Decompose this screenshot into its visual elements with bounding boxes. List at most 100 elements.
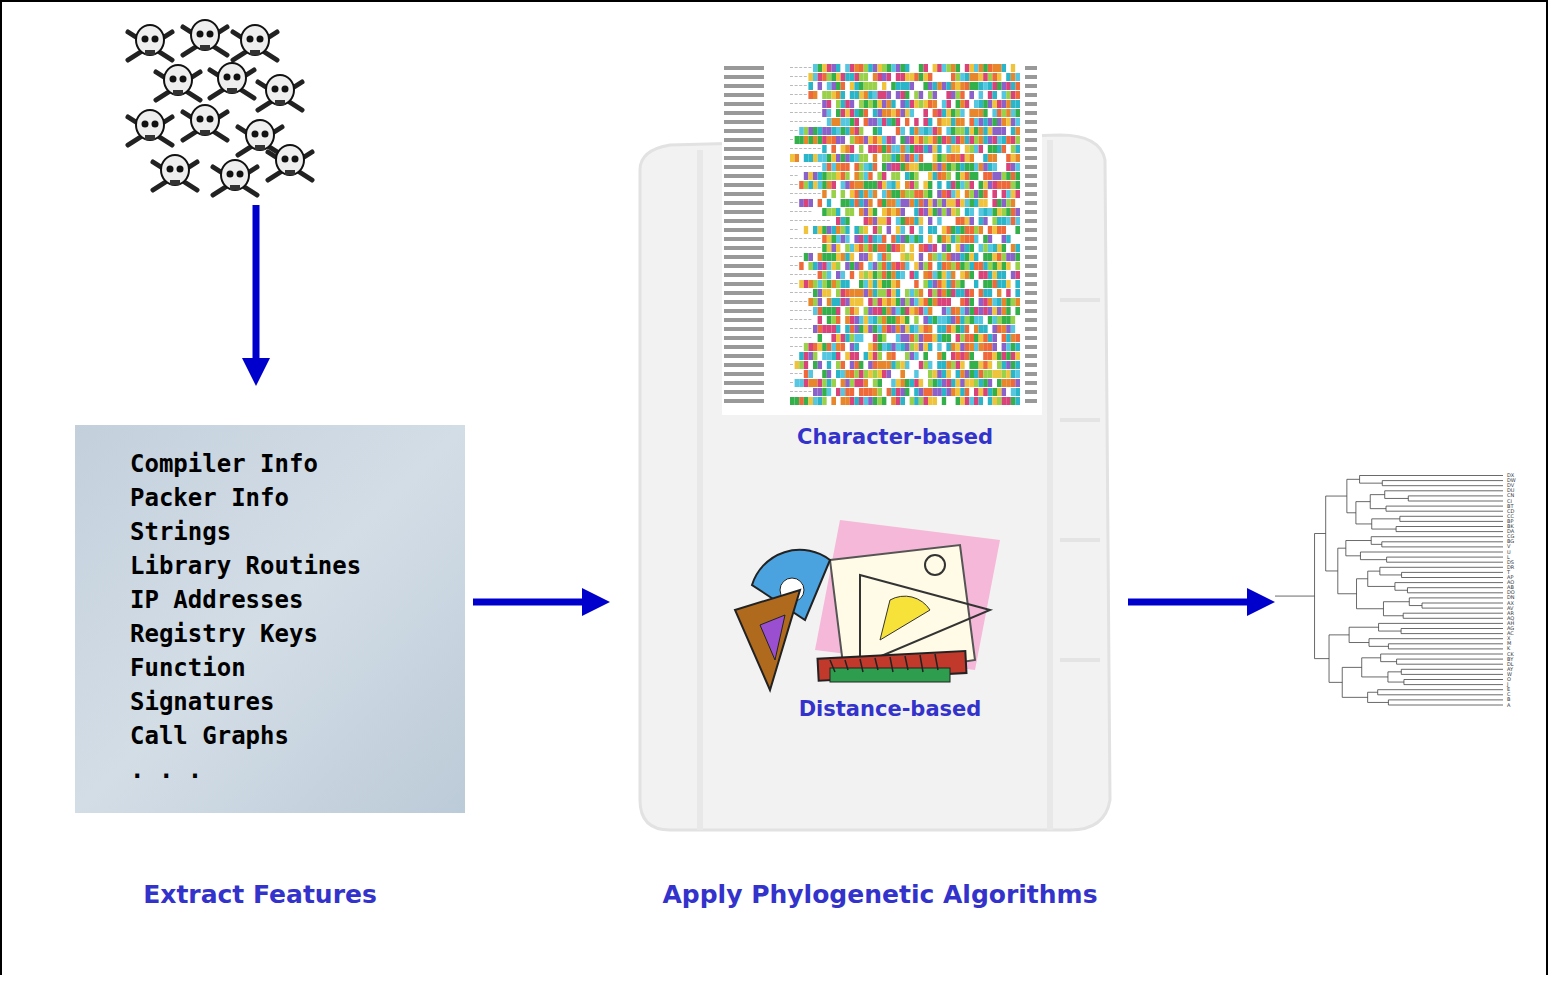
residue-count [1025,102,1037,106]
residue [873,298,878,306]
residue [914,325,919,333]
residue [1006,190,1011,198]
gap [795,301,798,302]
residue [868,172,873,180]
residue [997,91,1002,99]
residue [859,118,864,126]
residue [827,262,832,270]
sequence-name [724,318,764,322]
residue [956,136,961,144]
residue [1011,253,1016,261]
residue [864,64,869,72]
gap [790,211,793,212]
jaw [285,170,295,175]
residue [988,118,993,126]
residue [997,235,1002,243]
residue [845,325,850,333]
residue [905,100,910,108]
residue [827,343,832,351]
residue [818,262,823,270]
residue [969,244,974,252]
residue [910,280,915,288]
eye [177,166,184,173]
residue [1006,91,1011,99]
residue [960,154,965,162]
gap [790,346,793,347]
residue [873,235,878,243]
residue [845,172,850,180]
residue [1002,217,1007,225]
residue [933,388,938,396]
residue [942,379,947,387]
residue [979,235,984,243]
residue [969,388,974,396]
residue [951,253,956,261]
residue [919,316,924,324]
residue [850,235,855,243]
residue [942,190,947,198]
residue [965,163,970,171]
residue [822,64,827,72]
residue [956,145,961,153]
residue [928,334,933,342]
residue [841,127,846,135]
residue [896,370,901,378]
eye [180,76,187,83]
residue [919,163,924,171]
residue [956,217,961,225]
residue [960,82,965,90]
residue [873,370,878,378]
residue [946,217,951,225]
residue [979,100,984,108]
residue [1015,100,1020,108]
residue [896,307,901,315]
residue [923,181,928,189]
residue [937,100,942,108]
residue [960,208,965,216]
residue [942,109,947,117]
residue [873,334,878,342]
gap [808,211,811,212]
residue [988,370,993,378]
residue [795,361,800,369]
residue [799,154,804,162]
residue [914,343,919,351]
residue [1011,289,1016,297]
residue [988,262,993,270]
residue [868,82,873,90]
residue [831,262,836,270]
residue [836,217,841,225]
residue [988,127,993,135]
residue [983,73,988,81]
residue [896,73,901,81]
residue [841,100,846,108]
residue [868,307,873,315]
residue [1006,100,1011,108]
residue [914,82,919,90]
residue [997,118,1002,126]
residue [900,172,905,180]
gap [822,220,825,221]
residue [887,271,892,279]
sequence-name [724,291,764,295]
eye [197,31,204,38]
jaw [250,50,260,55]
residue [914,199,919,207]
residue [951,154,956,162]
residue [887,325,892,333]
residue [882,325,887,333]
residue [808,154,813,162]
residue [997,253,1002,261]
residue [891,118,896,126]
residue [859,307,864,315]
residue [831,91,836,99]
residue [951,370,956,378]
residue [822,370,827,378]
sequence-name [724,300,764,304]
eye [224,74,231,81]
residue [877,325,882,333]
gap [790,382,793,383]
residue [836,280,841,288]
residue [979,127,984,135]
